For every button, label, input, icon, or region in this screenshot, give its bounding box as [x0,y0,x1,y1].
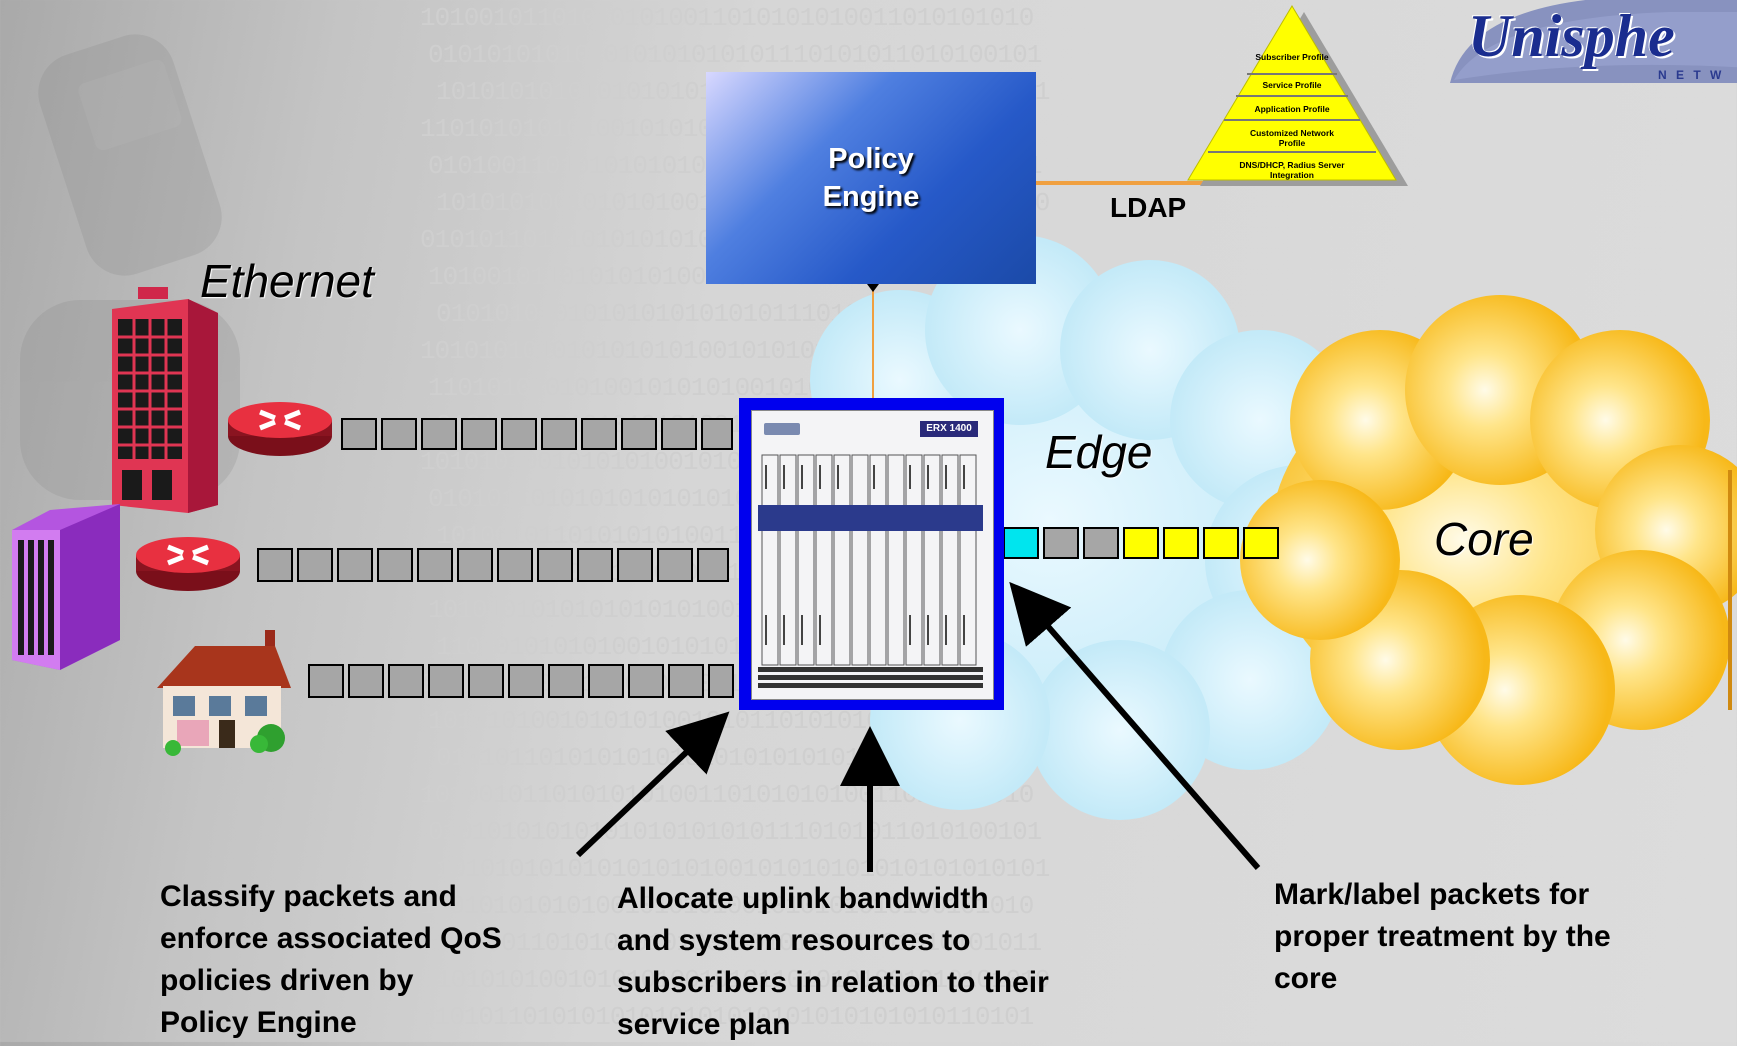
pyramid-level-4: Customized Network Profile [1249,128,1335,148]
router-red-icon-1 [228,402,332,456]
house-icon [157,630,291,756]
binary-row: 0101010101010101010101011101010110101001… [428,817,1042,847]
chassis-slots [758,454,983,688]
binary-row: 0101001101010101010011010101011010101010… [428,928,1042,958]
caption-mark-line-3: core [1274,962,1338,995]
caption-allocate-line-1: Allocate uplink bandwidth [617,882,989,915]
chassis-front-panel: ERX 1400 [751,410,994,700]
caption-allocate-line-2: and system resources to [617,924,971,957]
pyramid-level-5: DNS/DHCP, Radius Server Integration [1239,160,1345,180]
packet-row-core [1003,527,1279,559]
policy-connector-tip [867,284,879,292]
router-chassis: ERX 1400 [739,398,1004,710]
caption-mark-line-1: Mark/label packets for [1274,878,1590,911]
caption-classify: Classify packets and enforce associated … [160,876,502,1044]
binary-row: 1010101001010101001010110101010010101010… [436,965,1050,995]
profile-pyramid: Subscriber Profile Service Profile Appli… [1180,0,1410,190]
packet-row-2 [257,548,729,582]
arrow-mark [1009,581,1261,870]
binary-row: 0101011010101010101010101010101010101101… [420,1002,1034,1032]
pyramid-level-3: Application Profile [1254,104,1330,114]
binary-row: 1101010101010010101010010101010101001010… [420,891,1034,921]
caption-allocate-line-3: subscribers in relation to their [617,966,1049,999]
caption-classify-line-1: Classify packets and [160,880,457,913]
arrow-classify [575,711,730,858]
logo-subtext: N E T W [1658,68,1725,82]
pyramid-level-2: Service Profile [1262,80,1322,90]
core-label: Core [1434,513,1534,565]
caption-classify-line-3: policies driven by [160,964,414,997]
caption-classify-line-4: Policy Engine [160,1006,357,1039]
packet-row-3 [308,664,734,698]
ethernet-label: Ethernet [200,255,374,307]
caption-mark: Mark/label packets for proper treatment … [1274,874,1611,1000]
caption-allocate: Allocate uplink bandwidth and system res… [617,878,1049,1046]
packet-row-1 [341,418,733,450]
binary-row: 1010010110101010100110101010100110101010… [420,3,1034,33]
ldap-label: LDAP [1110,192,1187,223]
router-red-icon-2 [136,537,240,591]
logo-swoosh [1450,0,1737,83]
caption-classify-line-2: enforce associated QoS [160,922,502,955]
caption-mark-line-2: proper treatment by the [1274,920,1611,953]
chassis-brand-logo [764,423,800,435]
office-building-purple-icon [12,504,120,670]
binary-row: 1010101010101010101001010101010101010101… [436,854,1050,884]
chassis-model-label: ERX 1400 [920,421,978,437]
binary-row: 0101010101010101010101011101010110101001… [428,40,1042,70]
policy-engine-line1: Policy [828,143,914,175]
logo: Unisphe N E T W [1430,0,1737,98]
caption-allocate-line-4: service plan [617,1008,791,1041]
office-building-red-icon [112,287,218,513]
policy-engine-box: Policy Engine [706,72,1036,284]
logo-text: Unisphe [1468,3,1675,69]
pyramid-level-1: Subscriber Profile [1255,52,1329,62]
policy-engine-line2: Engine [822,181,920,213]
edge-label: Edge [1045,426,1153,478]
